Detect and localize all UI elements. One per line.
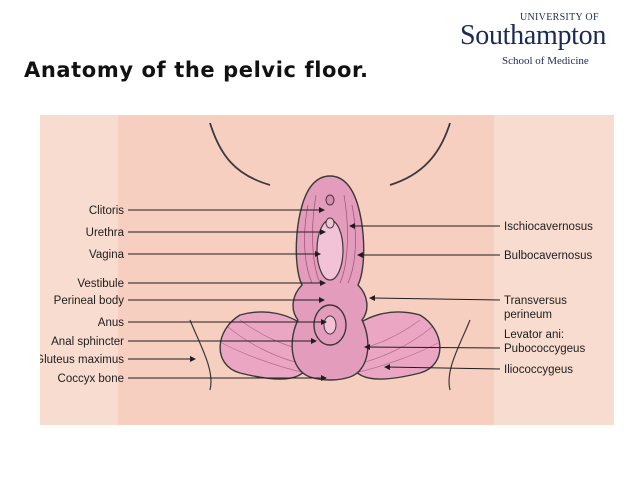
logo-university-of: UNIVERSITY OF xyxy=(520,12,599,23)
right-labels: Ischiocavernosus Bulbocavernosus Transve… xyxy=(504,221,593,376)
label-perineum: perineum xyxy=(504,309,552,321)
university-logo: UNIVERSITY OF Southampton School of Medi… xyxy=(456,10,626,70)
label-perineal-body: Perineal body xyxy=(54,295,125,307)
label-vestibule: Vestibule xyxy=(77,278,124,290)
label-anal-sphincter: Anal sphincter xyxy=(51,336,124,348)
levator-ani-muscle xyxy=(219,311,441,380)
left-labels: Clitoris Urethra Vagina Vestibule Perine… xyxy=(40,205,125,385)
label-gluteus-maximus: Gluteus maximus xyxy=(40,354,124,366)
logo-southampton: Southampton xyxy=(460,20,607,51)
anus xyxy=(323,315,337,335)
left-buttock-outline xyxy=(189,319,212,391)
label-levator-ani: Levator ani: xyxy=(504,329,564,341)
right-buttock-outline xyxy=(448,319,471,391)
label-vagina: Vagina xyxy=(89,249,125,261)
label-clitoris: Clitoris xyxy=(89,205,124,217)
label-urethra: Urethra xyxy=(86,227,125,239)
clitoris xyxy=(325,194,335,206)
logo-school: School of Medicine xyxy=(502,55,589,67)
label-iliococcygeus: Iliococcygeus xyxy=(504,364,573,376)
label-transversus: Transversus xyxy=(504,295,567,307)
slide-title: Anatomy of the pelvic floor. xyxy=(24,58,369,82)
bulbocavernosus-fibres xyxy=(304,194,356,284)
label-ischiocavernosus: Ischiocavernosus xyxy=(504,221,593,233)
right-thigh-outline xyxy=(389,122,451,186)
urethra-opening xyxy=(325,217,335,229)
vagina-opening xyxy=(316,219,344,281)
label-coccyx-bone: Coccyx bone xyxy=(58,373,124,385)
left-leader-lines xyxy=(128,207,327,381)
label-bulbocavernosus: Bulbocavernosus xyxy=(504,250,592,262)
pelvic-floor-diagram: Clitoris Urethra Vagina Vestibule Perine… xyxy=(40,115,614,425)
left-thigh-outline xyxy=(209,122,271,186)
label-pubococcygeus: Pubococcygeus xyxy=(504,343,585,355)
label-anus: Anus xyxy=(98,317,124,329)
right-leader-lines xyxy=(349,223,501,371)
